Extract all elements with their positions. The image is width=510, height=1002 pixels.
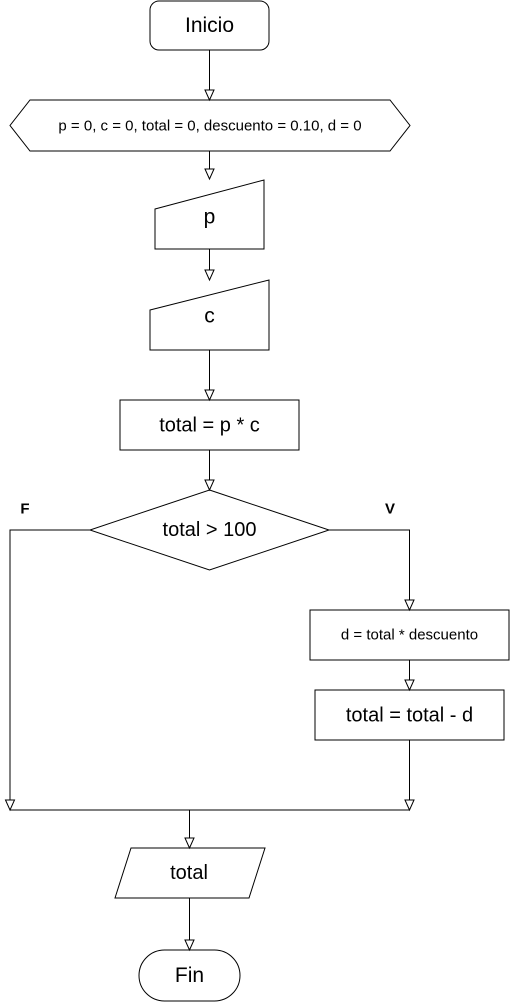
edge-input-p-to-input-c xyxy=(204,249,215,282)
node-output-total: total xyxy=(114,847,266,899)
edge-init-to-input-p xyxy=(204,151,215,181)
branch-label-false: F xyxy=(20,501,29,518)
arrowhead xyxy=(204,89,215,102)
manual-input-shape xyxy=(149,279,270,351)
connector-line xyxy=(329,529,410,601)
data-output-shape xyxy=(114,847,266,899)
node-decision-label: total > 100 xyxy=(163,519,257,541)
process-shape xyxy=(309,609,510,661)
node-calc-total-label: total = p * c xyxy=(159,415,260,437)
arrowhead xyxy=(404,799,415,812)
arrowhead xyxy=(404,679,415,692)
node-calc-discount-label: d = total * descuento xyxy=(341,627,478,644)
preparation-shape xyxy=(9,99,411,152)
node-end: Fin xyxy=(138,949,241,1002)
edge-start-to-init xyxy=(204,50,215,102)
edge-calc-discount-to-apply-discount xyxy=(404,660,415,692)
node-output-total-label: total xyxy=(170,862,208,884)
arrowhead xyxy=(204,168,215,181)
edge-apply-discount-to-merge xyxy=(404,740,415,812)
node-start: Inicio xyxy=(149,0,270,51)
arrowhead xyxy=(404,599,415,612)
node-calc-total: total = p * c xyxy=(119,399,300,451)
arrowhead xyxy=(204,479,215,492)
node-apply-discount: total = total - d xyxy=(314,689,505,741)
node-calc-discount: d = total * descuento xyxy=(309,609,510,661)
arrowhead xyxy=(184,837,195,850)
process-shape xyxy=(314,689,505,741)
node-input-c-label: c xyxy=(204,305,215,328)
edge-merge-to-output-total xyxy=(184,810,195,850)
node-input-p-label: p xyxy=(204,206,216,229)
arrowhead xyxy=(4,799,16,812)
connector-line xyxy=(9,529,90,801)
arrowhead xyxy=(204,269,215,282)
edge-decision-true-branch xyxy=(329,529,415,612)
edge-output-total-to-end xyxy=(184,898,195,952)
node-start-label: Inicio xyxy=(185,14,234,37)
manual-input-shape xyxy=(154,179,265,250)
node-end-label: Fin xyxy=(175,964,204,987)
node-init-label: p = 0, c = 0, total = 0, descuento = 0.1… xyxy=(58,118,361,135)
arrowhead xyxy=(184,939,195,952)
node-apply-discount-label: total = total - d xyxy=(346,705,473,727)
edge-input-c-to-calc-total xyxy=(204,350,215,402)
node-input-c: c xyxy=(149,279,270,351)
node-input-p: p xyxy=(154,179,265,250)
edge-decision-false-branch xyxy=(4,529,90,812)
branch-label-true: V xyxy=(385,501,395,518)
node-init: p = 0, c = 0, total = 0, descuento = 0.1… xyxy=(9,99,411,152)
process-shape xyxy=(119,399,300,451)
edge-calc-total-to-decision xyxy=(204,450,215,492)
arrowhead xyxy=(204,389,215,402)
node-decision: total > 100 xyxy=(88,489,331,571)
decision-shape xyxy=(88,489,331,571)
